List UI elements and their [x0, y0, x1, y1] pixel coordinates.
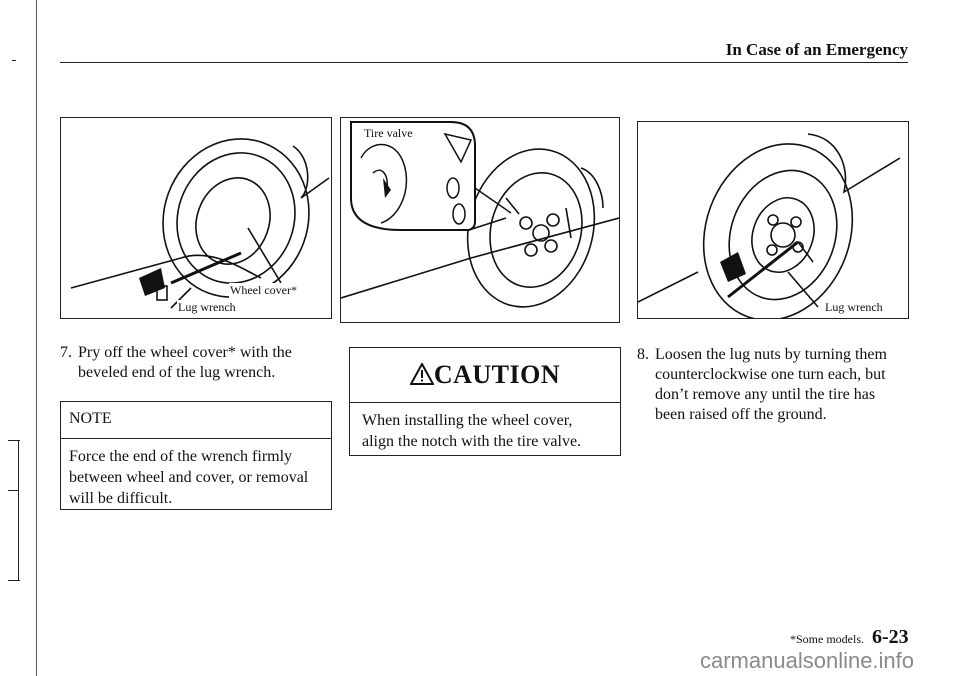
wheel-cover-removal-illustration: [70, 138, 330, 309]
step-text: Pry off the wheel cover* with the bevele…: [78, 343, 292, 383]
margin-mark: [8, 440, 20, 441]
caution-title: CAUTION: [433, 360, 561, 389]
margin-mark: [18, 440, 19, 580]
note-body: Force the end of the wrench firmly betwe…: [69, 446, 308, 509]
note-title: NOTE: [69, 410, 112, 427]
section-header: In Case of an Emergency: [725, 40, 908, 59]
caution-header: CAUTION: [350, 348, 620, 403]
step-number: 7.: [60, 344, 72, 361]
step-text-line: Loosen the lug nuts by turning them: [655, 346, 887, 363]
caution-title-group: CAUTION: [350, 360, 620, 390]
step-text-line: don’t remove any until the tire has: [655, 386, 876, 403]
margin-mark: [12, 60, 16, 61]
watermark: carmanualsonline.info: [700, 648, 915, 673]
step-7: 7. Pry off the wheel cover* with the bev…: [60, 343, 330, 387]
note-line: Force the end of the wrench firmly: [69, 448, 293, 465]
lug-nut-loosening-illustration: [638, 133, 901, 318]
step-text-line: beveled end of the lug wrench.: [78, 364, 276, 381]
caution-line: align the notch with the tire valve.: [362, 433, 582, 450]
page-number: 6-23: [872, 626, 909, 648]
caution-line: When installing the wheel cover,: [362, 412, 573, 429]
step-8: 8. Loosen the lug nuts by turning them c…: [637, 345, 917, 429]
caution-box: CAUTION When installing the wheel cover,…: [349, 347, 621, 456]
step-text-line: been raised off the ground.: [655, 406, 827, 423]
figure-label: Lug wrench: [177, 300, 237, 315]
figure-label: Wheel cover*: [229, 283, 298, 298]
step-text-line: counterclockwise one turn each, but: [655, 366, 886, 383]
figure-lug-nut-loosening: Lug wrench: [637, 121, 909, 319]
note-line: between wheel and cover, or removal: [69, 469, 309, 486]
wheel-cover-installation-illustration: [341, 121, 619, 308]
footnote: *Some models.: [790, 632, 864, 646]
header-rule: [60, 62, 908, 63]
note-line: will be difficult.: [69, 490, 173, 507]
warning-triangle-icon: [409, 363, 434, 385]
caution-body: When installing the wheel cover, align t…: [362, 410, 581, 452]
note-box: NOTE Force the end of the wrench firmly …: [60, 401, 332, 510]
figure-label: Lug wrench: [824, 300, 884, 315]
margin-mark: [8, 490, 18, 491]
margin-mark: [8, 580, 20, 581]
page-binding-line: [36, 0, 37, 676]
figure-wheel-cover-removal: Wheel cover* Lug wrench: [60, 117, 332, 319]
note-header: NOTE: [61, 402, 331, 439]
step-number: 8.: [637, 346, 649, 363]
step-text-line: Pry off the wheel cover* with the: [78, 344, 292, 361]
figure-wheel-cover-installation: Tire valve: [340, 117, 620, 323]
figure-label: Tire valve: [364, 126, 413, 140]
step-text: Loosen the lug nuts by turning them coun…: [655, 345, 887, 425]
